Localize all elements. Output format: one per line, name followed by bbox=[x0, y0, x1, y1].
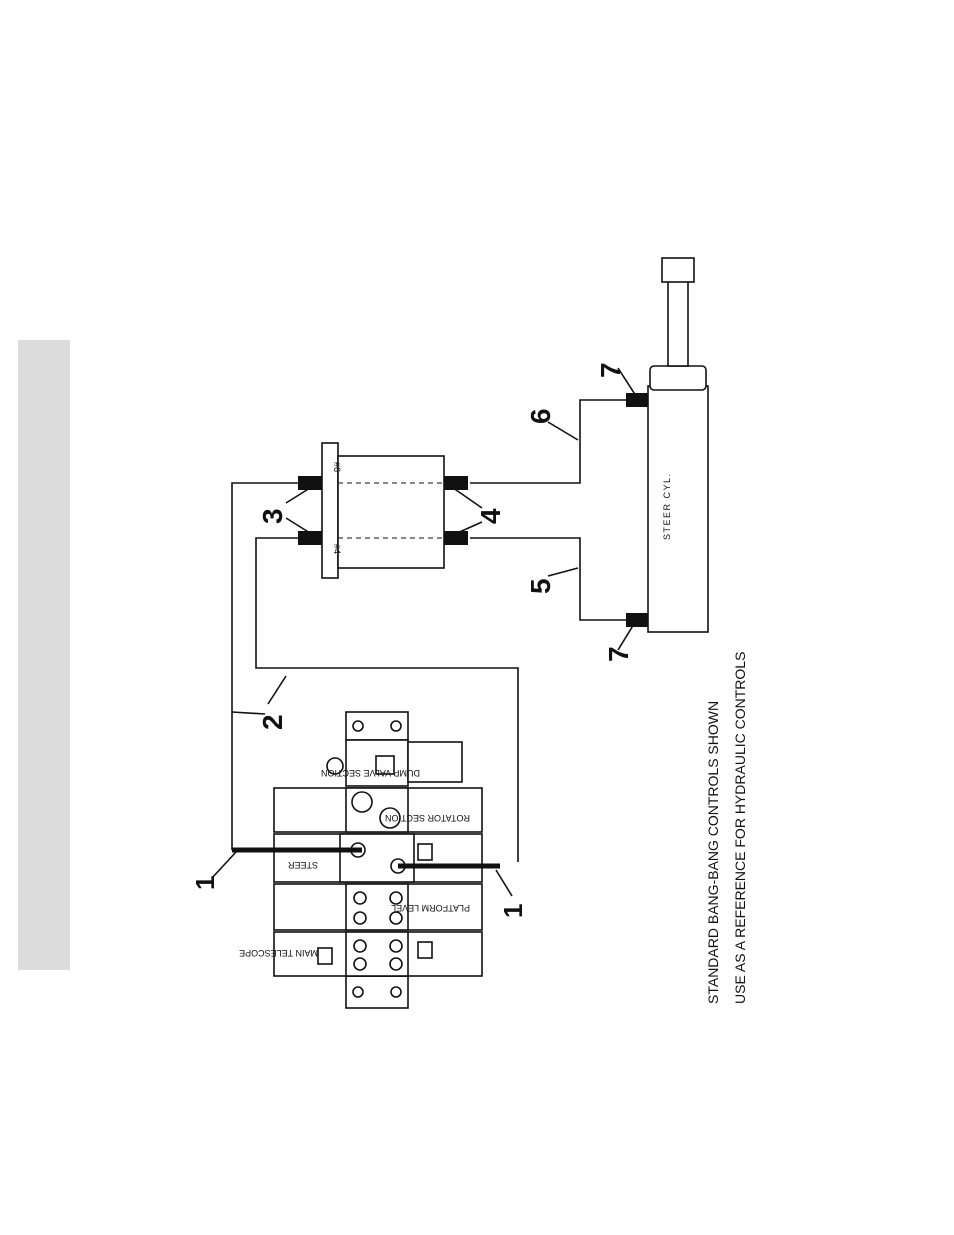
port-label-6: #6 bbox=[332, 462, 342, 472]
swivel-body bbox=[338, 456, 444, 568]
port-label-4: #4 bbox=[332, 544, 342, 554]
cylinder-barrel bbox=[648, 386, 708, 632]
callout-4: 4 bbox=[475, 508, 506, 524]
cylinder-label: STEER CYL. bbox=[662, 472, 672, 540]
steer-cylinder: STEER CYL. bbox=[626, 258, 708, 632]
fitting-7a bbox=[626, 393, 648, 407]
callout-3: 3 bbox=[257, 508, 288, 524]
callout-1b: 1 bbox=[498, 904, 528, 918]
callout-7a: 7 bbox=[595, 362, 626, 378]
caption: STANDARD BANG-BANG CONTROLS SHOWN USE AS… bbox=[705, 652, 748, 1004]
bottom-mount-plate bbox=[346, 976, 408, 1008]
label-telescope: MAIN TELESCOPE bbox=[239, 948, 318, 958]
cylinder-rod bbox=[668, 280, 688, 366]
callout-2: 2 bbox=[257, 714, 288, 730]
control-valve-bank: DUMP VALVE SECTION ROTATOR SECTION STEER… bbox=[232, 712, 500, 1008]
swivel-block: #6 #4 bbox=[298, 443, 468, 578]
label-rotator: ROTATOR SECTION bbox=[385, 813, 470, 823]
fitting-7b bbox=[626, 613, 648, 627]
fitting-4a bbox=[444, 476, 468, 490]
label-dump: DUMP VALVE SECTION bbox=[321, 768, 420, 778]
callout-6: 6 bbox=[525, 408, 556, 424]
cylinder-gland bbox=[650, 366, 706, 390]
label-steer: STEER bbox=[287, 860, 318, 870]
label-platform: PLATFORM LEVEL bbox=[391, 903, 470, 913]
caption-line-1: STANDARD BANG-BANG CONTROLS SHOWN bbox=[705, 701, 721, 1004]
callout-5: 5 bbox=[525, 578, 556, 594]
top-mount-plate bbox=[346, 712, 408, 740]
callout-1a: 1 bbox=[190, 876, 220, 890]
caption-line-2: USE AS A REFERENCE FOR HYDRAULIC CONTROL… bbox=[732, 652, 748, 1004]
callout-7b: 7 bbox=[603, 646, 634, 662]
cylinder-rod-end bbox=[662, 258, 694, 282]
